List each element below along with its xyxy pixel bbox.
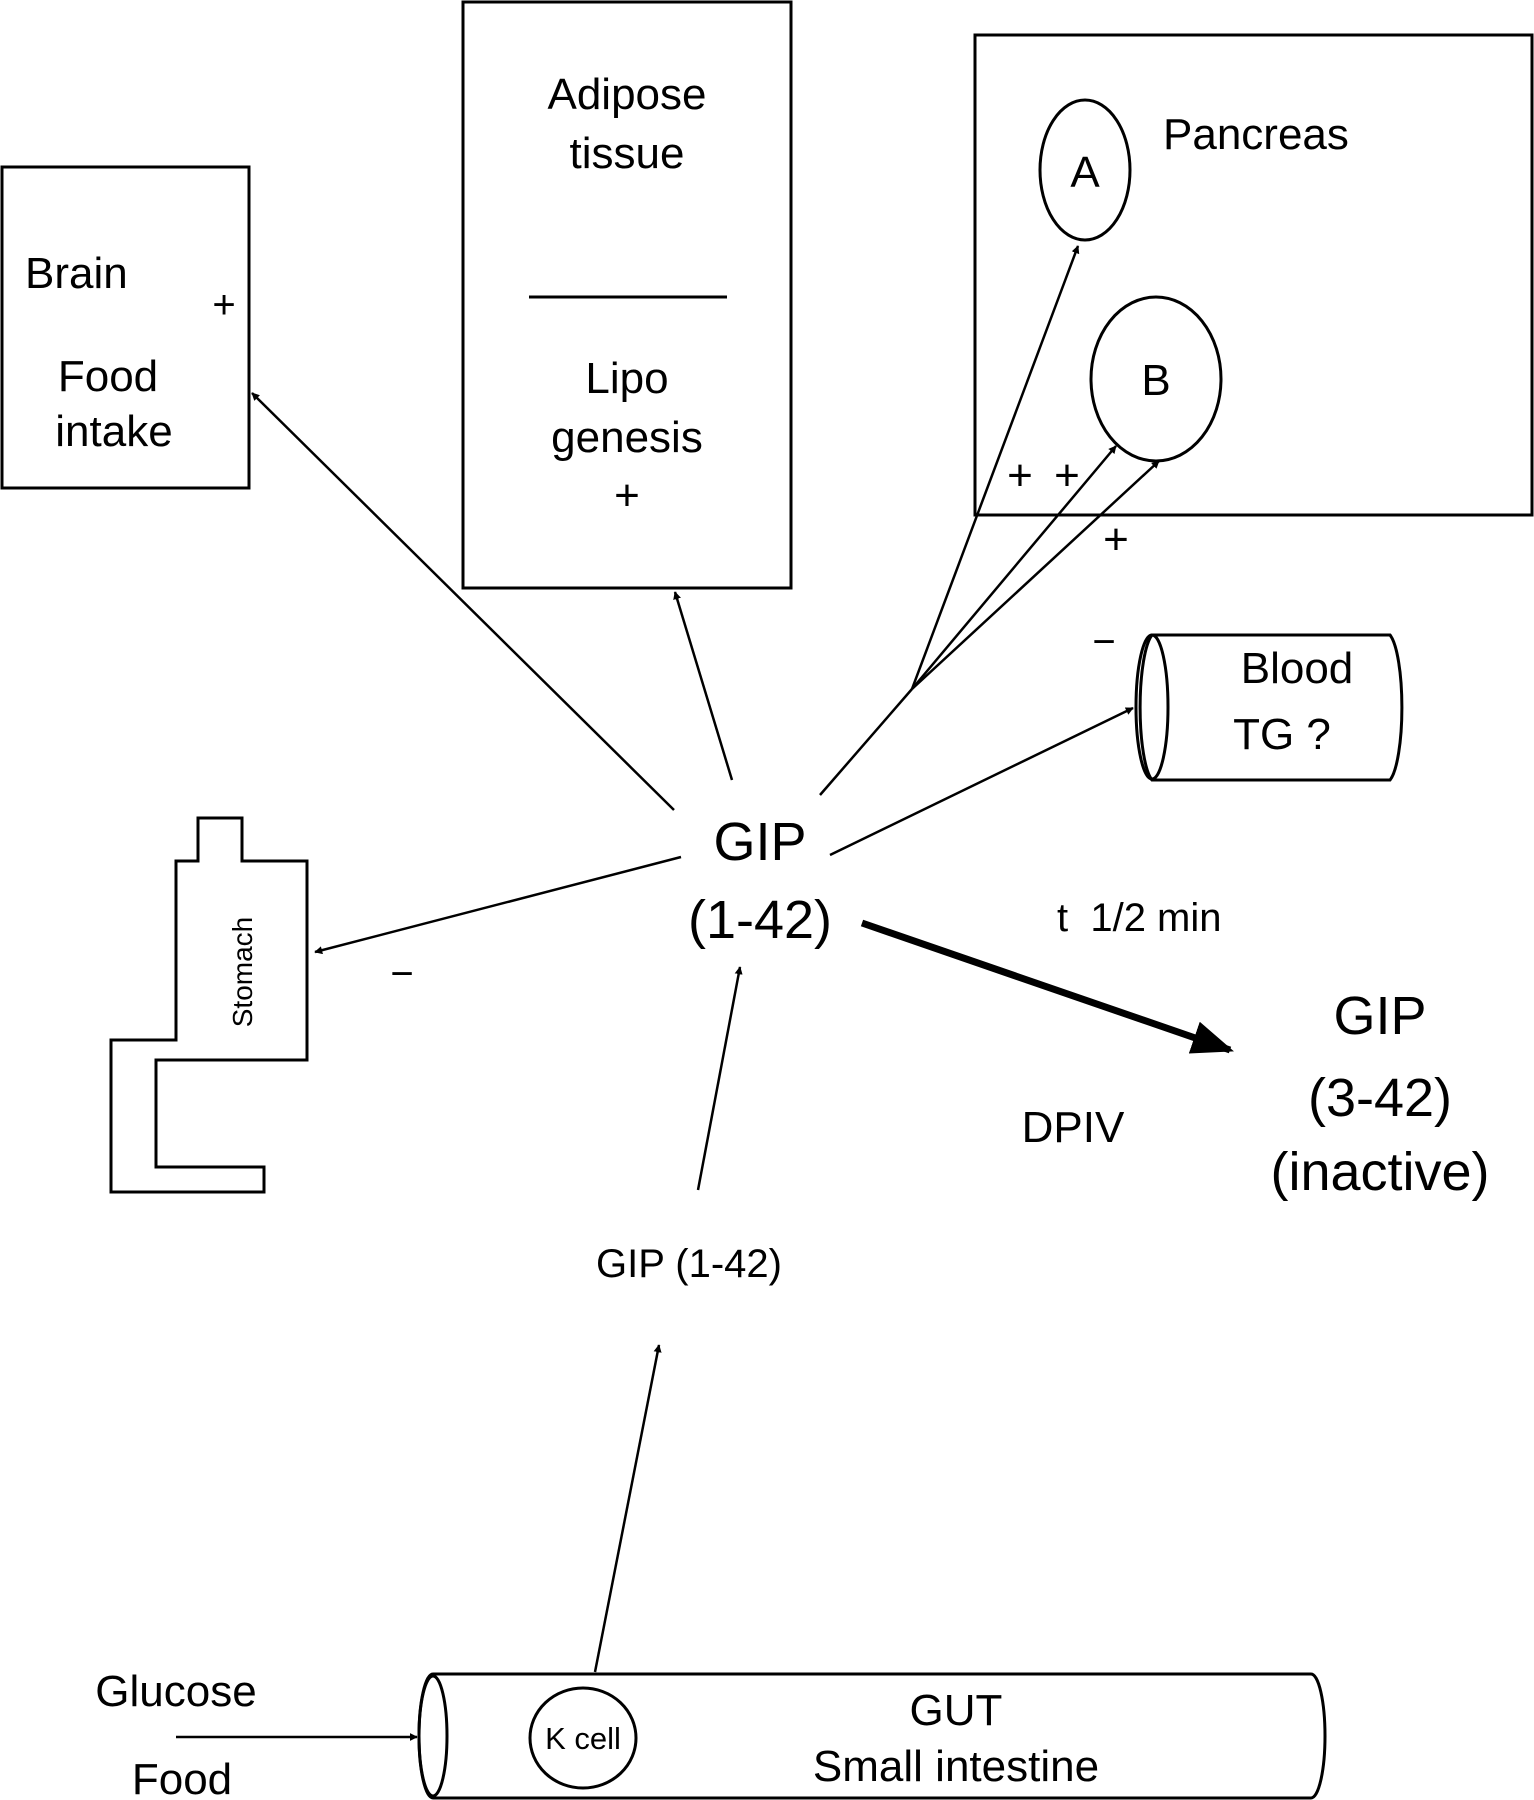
adipose-title-line1: Adipose xyxy=(547,70,706,119)
arrow-degradation xyxy=(860,919,1234,1054)
pancreas-title: Pancreas xyxy=(1163,110,1349,159)
pancreas-box-frame xyxy=(973,33,1534,517)
gut-end xyxy=(417,1674,449,1798)
arrow-to-blood-tg xyxy=(829,706,1134,857)
brain-title: Brain xyxy=(25,249,128,298)
adipose-title-line2: tissue xyxy=(570,129,685,178)
gut-label-line2: Small intestine xyxy=(813,1742,1099,1791)
alpha-cell xyxy=(1038,98,1132,242)
dpiv-label: DPIV xyxy=(1022,1103,1125,1152)
beta-stimulation-sign-2: + xyxy=(1054,451,1080,500)
arrow-to-alpha-cell xyxy=(910,245,1080,690)
stomach: Stomach xyxy=(109,816,309,1194)
brain-effect-sign: + xyxy=(212,283,235,327)
gip-center-line1: GIP xyxy=(713,812,806,872)
alpha-cell-label: A xyxy=(1070,148,1100,197)
blood-effect-sign: − xyxy=(1092,620,1115,664)
arrow-kcell-to-gip xyxy=(593,1344,662,1673)
adipose-box: Adipose tissue Lipo genesis + xyxy=(461,0,793,590)
arrow-to-stomach xyxy=(314,855,682,955)
food-intake-line1: Food xyxy=(58,352,158,401)
stomach-label: Stomach xyxy=(227,917,258,1028)
stomach-outline xyxy=(109,816,309,1194)
lipogenesis-line1: Lipo xyxy=(585,354,668,403)
lipogenesis-line2: genesis xyxy=(551,413,703,462)
gut-label-line1: GUT xyxy=(910,1686,1003,1735)
half-life-label: t 1/2 min xyxy=(1057,896,1222,940)
gip-inactive-line2: (3-42) xyxy=(1308,1068,1452,1128)
arrow-pancreas-trunk xyxy=(819,688,913,796)
food-intake-line2: intake xyxy=(55,407,172,456)
beta-cell-label: B xyxy=(1141,356,1170,405)
glucose-input-label: Glucose xyxy=(95,1667,256,1716)
arrow-to-beta-cell-2 xyxy=(911,460,1160,690)
secreted-gip-label: GIP (1-42) xyxy=(596,1242,782,1286)
beta-stimulation-sign-3: + xyxy=(1103,515,1129,564)
blood-tg-line1: Blood xyxy=(1241,644,1354,693)
arrow-secretion-to-center xyxy=(696,966,743,1191)
gip-center-line2: (1-42) xyxy=(688,890,832,950)
brain-box-frame xyxy=(0,165,251,490)
beta-stimulation-sign-1: + xyxy=(1007,451,1033,500)
food-input-label: Food xyxy=(132,1755,232,1800)
adipose-box-frame xyxy=(461,0,793,590)
gut-small-intestine: K cell GUT Small intestine xyxy=(417,1672,1327,1800)
blood-vessel-end xyxy=(1134,633,1170,781)
arrows xyxy=(176,245,1160,1741)
arrow-to-beta-cell-1 xyxy=(911,445,1117,690)
lipogenesis-sign: + xyxy=(614,471,640,520)
stomach-effect-sign: − xyxy=(390,952,413,996)
blood-tg-line2: TG ? xyxy=(1233,710,1331,759)
pancreas-box: Pancreas A B + + xyxy=(973,33,1534,517)
gip-inactive-line1: GIP xyxy=(1333,986,1426,1046)
brain-box: Brain + Food intake xyxy=(0,165,251,490)
blood-vessel-outline xyxy=(1138,633,1404,782)
k-cell xyxy=(528,1686,638,1790)
blood-tg-vessel: Blood TG ? xyxy=(1134,633,1404,782)
arrow-to-adipose xyxy=(673,591,734,781)
k-cell-label: K cell xyxy=(545,1721,621,1756)
gip-inactive-line3: (inactive) xyxy=(1270,1142,1489,1202)
arrow-to-brain xyxy=(251,392,675,811)
